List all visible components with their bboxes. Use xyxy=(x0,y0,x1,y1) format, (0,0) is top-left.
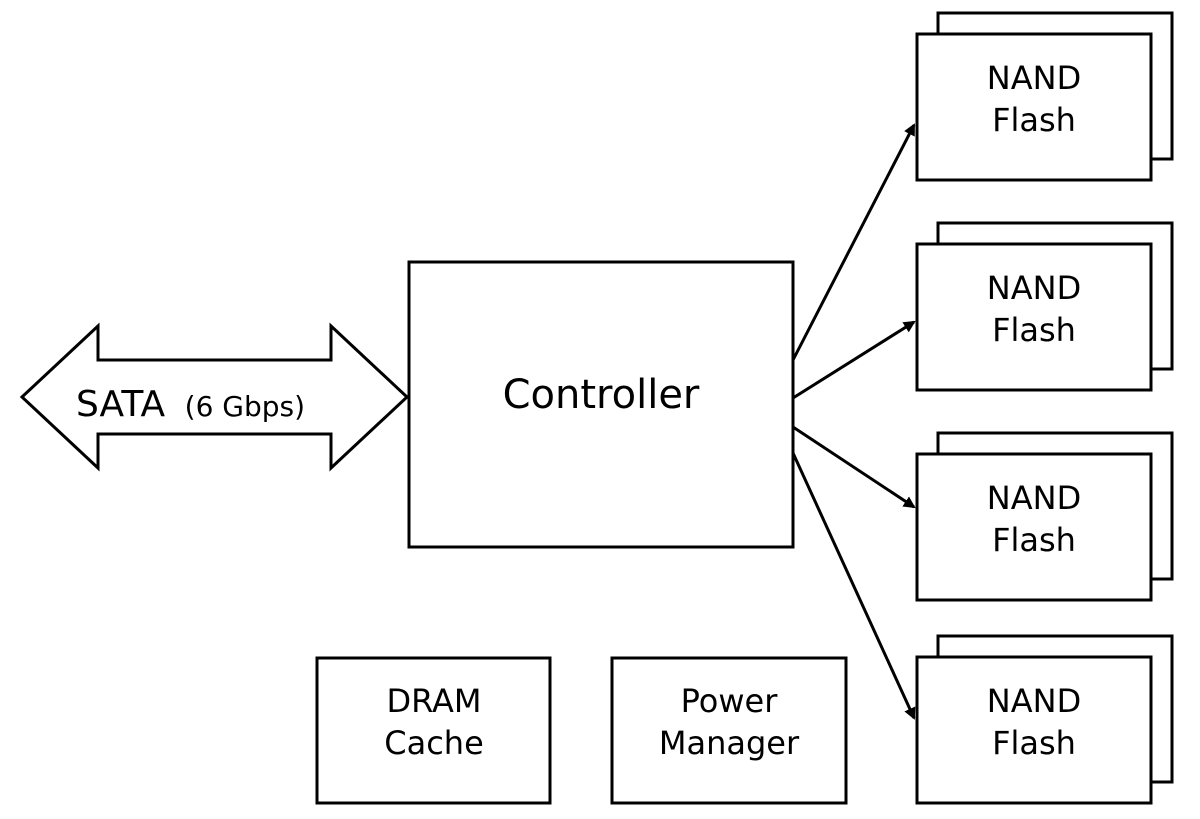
nand-label-line2: Flash xyxy=(992,101,1076,139)
nand-label-line1: NAND xyxy=(987,269,1081,307)
sata-speed: (6 Gbps) xyxy=(185,390,305,423)
sata-interface: SATA (6 Gbps) xyxy=(19,322,410,472)
link-arrow-nand-2 xyxy=(792,320,916,400)
nand-module-3: NAND Flash xyxy=(915,431,1174,602)
sata-name: SATA xyxy=(76,384,166,425)
nand-label-line2: Flash xyxy=(992,521,1076,559)
nand-label-line1: NAND xyxy=(987,59,1081,97)
controller-block: Controller xyxy=(407,260,795,549)
dram-label-line2: Cache xyxy=(384,724,484,762)
nand-label-line2: Flash xyxy=(992,724,1076,762)
dram-cache-box xyxy=(315,656,552,805)
sata-label: SATA (6 Gbps) xyxy=(76,384,305,425)
nand-front-box xyxy=(915,655,1153,805)
nand-front-box xyxy=(915,32,1153,182)
power-manager-label-line1: Power xyxy=(681,682,779,720)
controller-box xyxy=(407,260,795,549)
power-manager-label-line2: Manager xyxy=(659,724,800,762)
controller-label: Controller xyxy=(503,372,700,418)
nand-module-4: NAND Flash xyxy=(915,634,1174,805)
power-manager-block: Power Manager xyxy=(610,656,848,805)
dram-label-line1: DRAM xyxy=(386,682,481,720)
nand-front-box xyxy=(915,452,1153,602)
link-arrow-nand-1 xyxy=(791,123,916,361)
nand-module-1: NAND Flash xyxy=(915,11,1174,182)
nand-front-box xyxy=(915,242,1153,392)
nand-label-line2: Flash xyxy=(992,311,1076,349)
link-arrow-nand-3 xyxy=(792,425,916,509)
dram-cache-block: DRAM Cache xyxy=(315,656,552,805)
nand-label-line1: NAND xyxy=(987,682,1081,720)
nand-label-line1: NAND xyxy=(987,479,1081,517)
link-arrow-nand-4 xyxy=(791,452,916,720)
sata-double-arrow-shape xyxy=(19,322,410,472)
nand-module-2: NAND Flash xyxy=(915,221,1174,392)
power-manager-box xyxy=(610,656,848,805)
controller-to-nand-links xyxy=(791,123,916,720)
